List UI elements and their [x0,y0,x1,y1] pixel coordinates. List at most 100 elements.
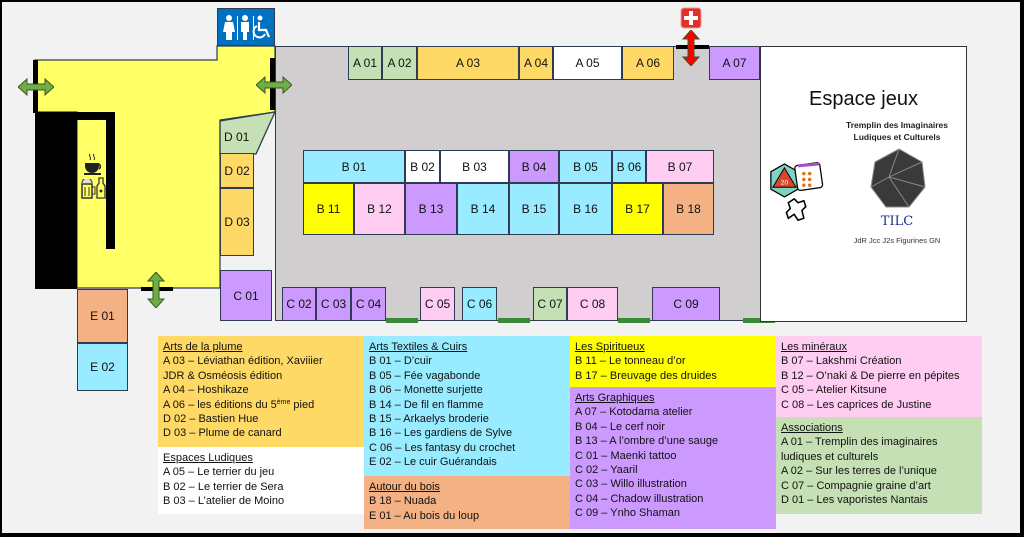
booth-label: C 03 [320,297,347,311]
legend-item: C 01 – Maenki tattoo [575,449,677,462]
counter [106,112,115,249]
booth-label: C 08 [579,297,606,311]
booth-label: B 15 [521,202,547,216]
legend-title: Arts Textiles & Cuirs [369,341,468,353]
booth-label: C 09 [673,297,699,311]
booth-c07[interactable]: C 07 [533,287,567,321]
booth-a03[interactable]: A 03 [417,46,519,80]
booth-e02[interactable]: E 02 [77,343,128,391]
legend-item: A 01 – Tremplin des imaginaires [781,436,938,449]
booth-label: B 11 [316,202,341,216]
legend-item: C 03 – Willo illustration [575,478,687,491]
booth-d03[interactable]: D 03 [220,188,254,256]
legend-item: C 07 – Compagnie graine d’art [781,479,931,492]
door-arrow-icon [147,272,165,308]
booth-label: A 04 [523,56,549,70]
booth-label: B 17 [625,202,650,216]
booth-c09[interactable]: C 09 [652,287,720,321]
legend-item: ludiques et culturels [781,450,879,463]
legend-item: B 02 – Le terrier de Sera [163,480,284,493]
booth-b16[interactable]: B 16 [559,183,612,235]
booth-d01[interactable]: D 01 [219,111,279,155]
legend-text: A 06 – les éditions du 5 [163,398,277,411]
booth-label: B 02 [410,159,435,174]
booth-label: C 07 [537,297,563,311]
legend-item: E 01 – Au bois du loup [369,509,480,522]
booth-label: C 05 [424,297,451,311]
legend-title: Les Spiritueux [575,341,645,353]
legend-item: E 02 – Le cuir Guérandais [369,456,497,469]
door-marker [498,318,530,323]
booth-label: A 06 [635,56,661,70]
booth-b03[interactable]: B 03 [440,150,509,183]
dice-number: 20 [781,179,789,186]
legend-item: A 02 – Sur les terres de l’unique [781,465,937,478]
booth-e01[interactable]: E 01 [77,289,128,343]
booth-label: C 01 [233,288,259,303]
legend-item: A 04 – Hoshikaze [163,384,249,397]
booth-b17[interactable]: B 17 [612,183,663,235]
booth-c02[interactable]: C 02 [282,287,316,321]
legend-item: D 01 – Les vaporistes Nantais [781,494,928,507]
booth-b06[interactable]: B 06 [612,150,646,183]
toilets-icon [223,15,271,40]
booth-label: B 04 [521,159,547,174]
legend-text: pied [290,398,315,411]
toilets-sign [217,8,275,46]
booth-b14[interactable]: B 14 [457,183,509,235]
booth-a05[interactable]: A 05 [553,46,622,80]
booth-b13[interactable]: B 13 [405,183,457,235]
booth-a04[interactable]: A 04 [519,46,553,80]
booth-b15[interactable]: B 15 [509,183,559,235]
booth-label: C 02 [286,297,312,311]
coffee-icon [84,153,102,175]
door-arrow-icon [256,76,292,94]
legend-item: A 03 – Léviathan édition, Xaviiier [163,355,323,368]
play-area-title: Espace jeux [809,88,918,110]
booth-c04[interactable]: C 04 [351,287,386,321]
legend-item: C 06 – Les fantasy du crochet [369,441,516,454]
booth-label: A 05 [575,56,600,70]
legend-title: Arts Graphiques [575,392,655,404]
booth-c01[interactable]: C 01 [220,270,272,321]
booth-b05[interactable]: B 05 [559,150,612,183]
booth-label: B 14 [470,202,496,216]
legend-item: JDR & Osméosis édition [163,369,283,382]
booth-b18[interactable]: B 18 [663,183,714,235]
door-marker [386,318,418,323]
booth-c03[interactable]: C 03 [316,287,351,321]
legend-item: B 11 – Le tonneau d’or [575,355,686,368]
legend-item: B 07 – Lakshmi Création [781,355,902,368]
booth-c08[interactable]: C 08 [567,287,618,321]
booth-b01[interactable]: B 01 [303,150,405,183]
booth-label: B 13 [418,202,444,216]
booth-label: A 02 [387,56,412,70]
booth-b02[interactable]: B 02 [405,150,440,183]
booth-a01[interactable]: A 01 [348,46,382,80]
booth-a02[interactable]: A 02 [382,46,417,80]
booth-b11[interactable]: B 11 [303,183,354,235]
booth-label: B 05 [573,159,598,174]
legend-item: B 03 – L’atelier de Moino [163,495,285,508]
booth-a07[interactable]: A 07 [709,46,760,80]
emergency-exit-arrow-icon [682,30,700,66]
logo-subtitle: JdR Jcc J2s Figurines GN [854,236,941,245]
booth-d02[interactable]: D 02 [220,153,254,188]
legend-title: Espaces Ludiques [163,452,253,464]
booth-a06[interactable]: A 06 [622,46,674,80]
booth-b07[interactable]: B 07 [646,150,714,183]
legend-title: Associations [781,422,843,434]
booth-b04[interactable]: B 04 [509,150,559,183]
legend-item: C 04 – Chadow illustration [575,492,704,505]
legend-item: B 16 – Les gardiens de Sylve [369,427,513,440]
bottle-icon [96,177,106,199]
booth-c05[interactable]: C 05 [420,287,455,321]
booth-b12[interactable]: B 12 [354,183,405,235]
booth-c06[interactable]: C 06 [462,287,497,321]
